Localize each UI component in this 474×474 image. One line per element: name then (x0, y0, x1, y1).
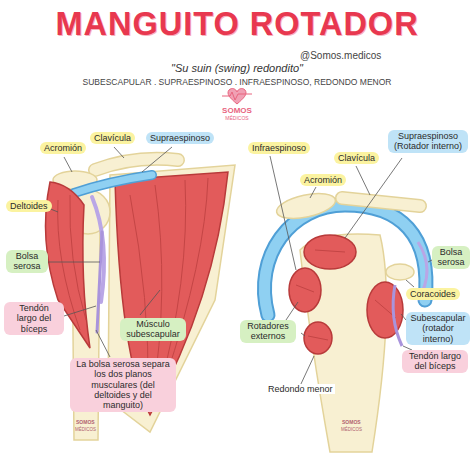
label-text: Músculo subescapular (124, 319, 182, 340)
muscle-label: Subescapular (rotador interno) (406, 312, 470, 345)
muscle-label: Redondo menor (266, 384, 335, 394)
muscle-list: SUBESCAPULAR . SUPRAESPINOSO . INFRAESPI… (0, 78, 474, 88)
handle-text: @Somos.medicos (300, 50, 381, 62)
muscle-label: Músculo subescapular (120, 318, 186, 341)
label-text: Tendón largo del bíceps (406, 351, 464, 372)
bursa-label: Bolsa serosa (6, 250, 48, 273)
bone-label: Clavícula (90, 132, 135, 144)
label-text: Supraespinoso (150, 133, 210, 143)
bone-label: Coracoides (406, 288, 460, 300)
right-shoulder-figure (264, 156, 434, 452)
bone-label: Acromión (300, 174, 346, 186)
muscle-label: Infraespinoso (248, 142, 310, 154)
note-box: La bolsa serosa separa los dos planos mu… (70, 358, 176, 412)
label-text: Acromión (304, 175, 342, 185)
tendon-label: Tendón largo del bíceps (402, 350, 468, 373)
label-text: Coracoides (410, 289, 456, 299)
muscle-label: Supraespinoso (146, 132, 214, 144)
bursa-label: Bolsa serosa (432, 246, 470, 269)
label-text: Acromión (44, 143, 82, 153)
muscle-label: Deltoides (6, 200, 52, 212)
mnemonic-text: "Su suin (swing) redondito" (0, 62, 474, 75)
label-text: La bolsa serosa separa los dos planos mu… (74, 359, 172, 411)
watermark: SOMOS (76, 420, 95, 426)
label-text: Rotadores externos (244, 321, 292, 342)
left-shoulder-figure (46, 147, 236, 440)
label-text: Clavícula (338, 153, 375, 163)
label-text: Bolsa serosa (436, 247, 466, 268)
label-text: Infraespinoso (252, 143, 306, 153)
label-text: Tendón largo del bíceps (8, 303, 60, 334)
watermark: SOMOS (342, 420, 361, 426)
logo-text: SOMOS (0, 106, 474, 115)
tendon-label: Tendón largo del bíceps (4, 302, 64, 335)
logo-text: MÉDICOS (0, 116, 474, 122)
muscle-label: Supraespinoso (Rotador interno) (388, 130, 468, 153)
title: MANGUITO ROTADOR (0, 6, 474, 43)
label-text: Bolsa serosa (10, 251, 44, 272)
label-text: Deltoides (10, 201, 48, 211)
label-text: Supraespinoso (Rotador interno) (392, 131, 464, 152)
muscle-label: Rotadores externos (240, 320, 296, 343)
label-text: Clavícula (94, 133, 131, 143)
watermark: MÉDICOS (341, 427, 362, 432)
bone-label: Acromión (40, 142, 86, 154)
bone-label: Clavícula (334, 152, 379, 164)
watermark: MÉDICOS (75, 427, 96, 432)
label-text: Subescapular (rotador interno) (410, 313, 466, 344)
